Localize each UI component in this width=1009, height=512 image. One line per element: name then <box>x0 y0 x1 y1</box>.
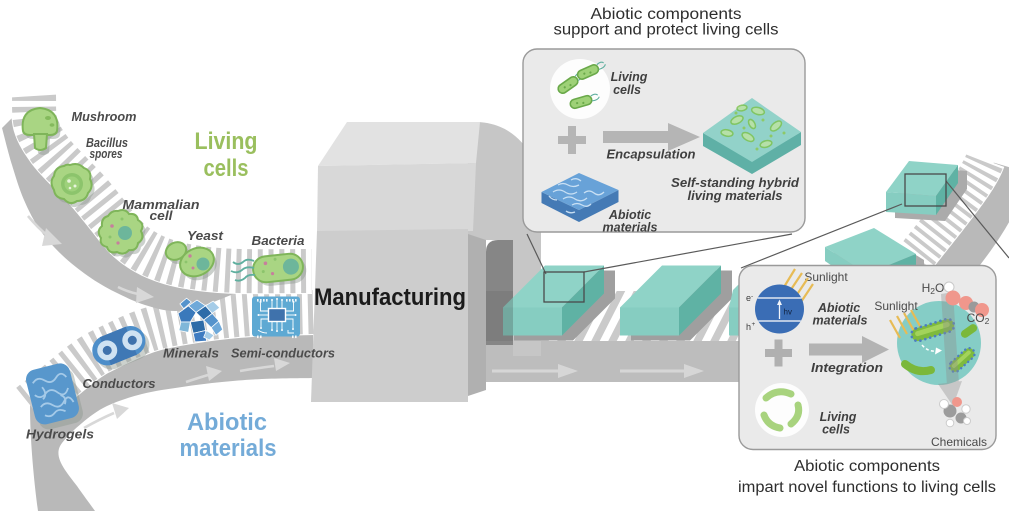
svg-text:Semi-conductors: Semi-conductors <box>231 347 335 361</box>
svg-text:Hydrogels: Hydrogels <box>26 428 94 442</box>
svg-text:e: e <box>746 293 751 303</box>
svg-text:Bacteria: Bacteria <box>252 234 305 248</box>
svg-text:Minerals: Minerals <box>163 347 219 361</box>
svg-text:impart novel functions to livi: impart novel functions to living cells <box>738 479 996 496</box>
svg-text:Self-standing hybrid: Self-standing hybrid <box>671 176 799 190</box>
svg-text:materials: materials <box>180 435 277 462</box>
svg-text:Abiotic components: Abiotic components <box>794 458 940 475</box>
svg-text:cells: cells <box>822 423 850 437</box>
svg-text:Manufacturing: Manufacturing <box>314 284 466 311</box>
svg-text:CO2: CO2 <box>967 311 990 326</box>
svg-text:Yeast: Yeast <box>187 229 224 243</box>
svg-text:Encapsulation: Encapsulation <box>607 148 696 162</box>
svg-text:Sunlight: Sunlight <box>874 299 918 313</box>
svg-text:+: + <box>752 321 756 328</box>
svg-text:h: h <box>746 322 751 332</box>
svg-text:materials: materials <box>813 314 868 328</box>
svg-text:hv: hv <box>784 308 792 317</box>
svg-text:Abiotic: Abiotic <box>817 301 860 315</box>
svg-text:Mushroom: Mushroom <box>72 110 137 124</box>
svg-text:H2O: H2O <box>922 281 945 296</box>
svg-text:Sunlight: Sunlight <box>804 270 848 284</box>
svg-text:Integration: Integration <box>811 361 883 375</box>
svg-text:support and protect living cel: support and protect living cells <box>554 22 779 39</box>
svg-text:cells: cells <box>613 83 641 97</box>
svg-text:living materials: living materials <box>688 189 783 203</box>
svg-text:Mammalian: Mammalian <box>123 198 200 212</box>
svg-text:spores: spores <box>90 147 123 161</box>
svg-text:Bacillus: Bacillus <box>86 136 128 150</box>
svg-text:Abiotic: Abiotic <box>608 208 651 222</box>
svg-text:cell: cell <box>150 209 174 223</box>
svg-text:Living: Living <box>195 128 258 155</box>
svg-text:Abiotic: Abiotic <box>187 409 267 436</box>
svg-text:Conductors: Conductors <box>83 377 156 391</box>
svg-text:Chemicals: Chemicals <box>931 435 987 449</box>
svg-text:cells: cells <box>204 155 249 182</box>
svg-text:Living: Living <box>820 410 857 424</box>
svg-text:-: - <box>751 293 753 300</box>
svg-text:Abiotic components: Abiotic components <box>591 6 742 23</box>
svg-text:Living: Living <box>611 70 648 84</box>
svg-text:materials: materials <box>603 221 658 235</box>
